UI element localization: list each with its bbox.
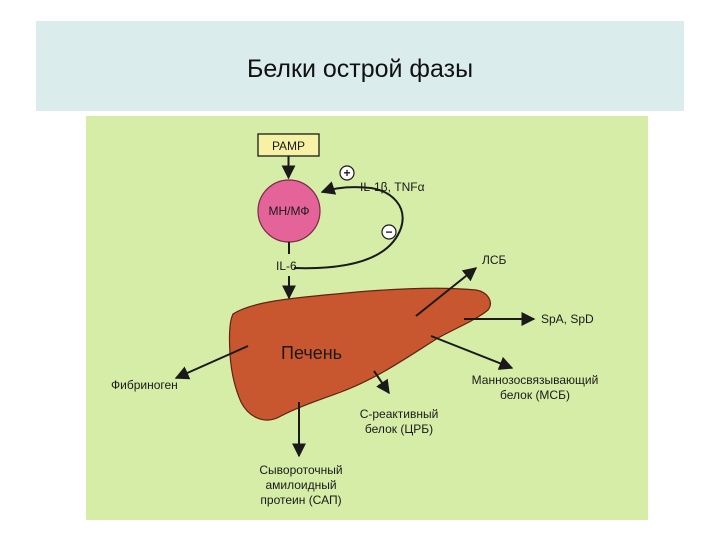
arrow-to-lsb bbox=[415, 267, 478, 317]
cytokine-feedback-arrow bbox=[293, 181, 404, 270]
cytokines-label: IL-1β, TNFα bbox=[360, 180, 425, 194]
pamp-label: PAMP bbox=[272, 139, 305, 153]
fibrinogen-label: Фибриноген bbox=[111, 378, 178, 392]
crp-label-line2: белок (ЦРБ) bbox=[365, 422, 433, 436]
acute-phase-diagram: PAMP МН/МФ + IL-1β, TNFα − IL-6 Печень Л… bbox=[86, 116, 648, 520]
minus-sign: − bbox=[385, 225, 392, 239]
surfactant-label: SpA, SpD bbox=[541, 312, 594, 326]
sap-label-line2: амилоидный bbox=[265, 478, 336, 492]
arrow-to-msb bbox=[430, 335, 514, 370]
liver-shape bbox=[228, 287, 491, 421]
slide-title: Белки острой фазы bbox=[246, 55, 474, 83]
crp-label-line1: С-реактивный bbox=[360, 407, 439, 421]
sap-label-line3: протеин (САП) bbox=[260, 493, 341, 507]
minus-icon bbox=[381, 224, 397, 240]
diagram-canvas: PAMP МН/МФ + IL-1β, TNFα − IL-6 Печень Л… bbox=[86, 116, 648, 520]
arrow-to-fibrinogen bbox=[174, 345, 249, 380]
arrow-to-crp bbox=[373, 370, 390, 395]
sap-label-line1: Сывороточный bbox=[259, 463, 342, 477]
title-bar: Белки острой фазы bbox=[36, 21, 684, 111]
liver-label: Печень bbox=[281, 343, 342, 363]
il6-label: IL-6 bbox=[276, 259, 297, 273]
msb-label-line2: белок (МСБ) bbox=[500, 388, 570, 402]
msb-label-line1: Маннозосвязывающий bbox=[472, 373, 599, 387]
plus-sign: + bbox=[343, 166, 350, 180]
lsb-label: ЛСБ bbox=[482, 253, 507, 267]
cell-label: МН/МФ bbox=[269, 204, 310, 218]
plus-icon bbox=[339, 165, 355, 181]
